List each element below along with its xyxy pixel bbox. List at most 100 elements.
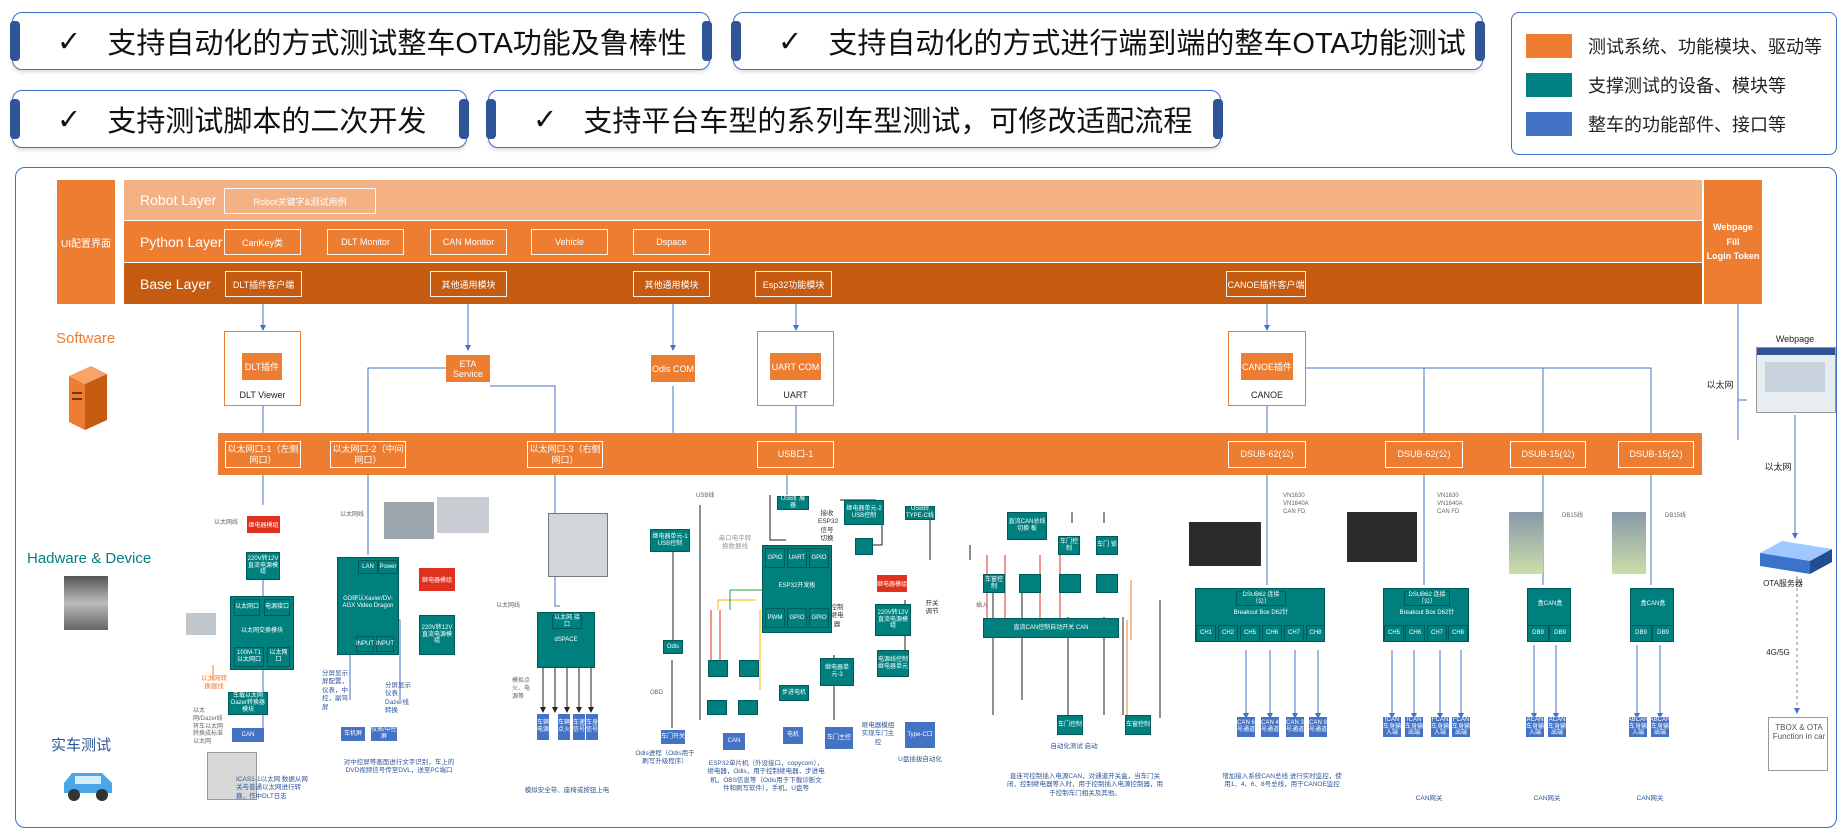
col3-box-label: dSPACE [540, 633, 592, 647]
banner-tab-left [731, 21, 741, 61]
architecture-frame [15, 167, 1837, 828]
col4-note-gray: 串口电平转换数据线 [718, 535, 752, 551]
tbox-label: TBOX & OTA Function in car [1772, 723, 1826, 741]
python-module-vehicle[interactable]: Vehicle [531, 229, 608, 255]
col8-photo [1509, 512, 1543, 574]
col6-note-bottom: 增加接入系统CAN总线 进行实时监控，使用1、4、6、8号总线，用于CANOE监… [1222, 773, 1342, 789]
base-layer-name: Base Layer [140, 275, 211, 292]
col4-relay-unit-power: 电源线控制继电器单元 [877, 650, 909, 677]
col7-ch7: CH7 [1427, 625, 1447, 642]
col4-note-switch2: 开关调节 [925, 600, 939, 616]
col4-esp32-board: GPIO UART GPIO ESP32开发板 PWM GPIO GPIO [762, 545, 832, 633]
col1-switch-photo [186, 613, 216, 635]
col2-screen-1: 车机屏 [341, 727, 365, 741]
col4-note-relay: 控制继电器 [830, 604, 844, 628]
col2-input-2: INPUT [376, 636, 394, 652]
col8-note-bottom: CAN网关 [1533, 795, 1561, 802]
port-dsub15-2[interactable]: DSUB-15(公) [1618, 441, 1694, 468]
odis-com-box[interactable]: Odis COM [651, 355, 695, 382]
banner-tab-left [486, 99, 496, 139]
port-eth-3[interactable]: 以太网口-3（右侧网口） [527, 441, 603, 468]
port-dsub15-1[interactable]: DSUB-15(公) [1510, 441, 1586, 468]
legend-item-vehicle: 整车的功能部件、接口等 [1526, 111, 1786, 137]
eta-service-box[interactable]: ETA Service [446, 355, 490, 382]
dlt-viewer-label: DLT Viewer [239, 390, 286, 400]
col1-switch: 以太网交换模块 [234, 621, 290, 641]
col5-note-bottom: 直连可控制插入电源CAN，对通道开关盒，当车门关闭，控制继电器等入时，用于控制插… [1007, 773, 1163, 797]
col1-ecu-photo [207, 752, 257, 800]
col3-leaf-3: 车速信号 [573, 714, 585, 740]
banner-tab-right [459, 99, 469, 139]
uart-com-box[interactable]: UART COM [770, 353, 821, 380]
python-module-dlt-monitor[interactable]: DLT Monitor [327, 229, 404, 255]
col4-esp32-label: ESP32开发板 [765, 578, 829, 594]
base-module-dlt-client[interactable]: DLT插件客户端 [225, 271, 302, 297]
port-dsub62-2[interactable]: DSUB-62(公) [1385, 441, 1463, 468]
col2-screen-2: 仪表/中控屏 [371, 727, 397, 741]
base-module-canoe-client[interactable]: CANOE插件客户端 [1226, 271, 1306, 297]
col4-door-main: 车门主控 [825, 727, 853, 749]
webpage-login-box[interactable]: Webpage Fill Login Token [1704, 180, 1762, 304]
col6-bus-4: CAN 8 号通道 [1309, 717, 1327, 737]
col4-uart-port: UART [787, 548, 807, 568]
col5-switch-1: 车门控制 [1058, 536, 1080, 555]
network-label: 4G/5G [1766, 648, 1790, 657]
port-eth-1[interactable]: 以太网口-1（左侧网口） [225, 441, 301, 468]
col1-eth-label: 以太网线 [214, 520, 239, 526]
feature-banner-3: ✓ 支持测试脚本的二次开发 [10, 90, 469, 148]
col6-ch2: CH2 [1218, 625, 1238, 642]
col7-note-bottom: CAN网关 [1415, 795, 1443, 802]
banner-tab-right [1475, 21, 1485, 61]
col6-bus-3: CAN 3 号通道 [1286, 717, 1304, 737]
col9-db9-1: DB9 [1630, 625, 1652, 642]
dlt-plugin-box[interactable]: DLT插件 [242, 353, 282, 380]
col2-lan-port: LAN [358, 560, 378, 574]
port-usb-1[interactable]: USB口-1 [757, 441, 834, 468]
port-dsub62-1[interactable]: DSUB-62(公) [1228, 441, 1306, 468]
col3-eth-label: 以太网线 [496, 603, 521, 609]
col3-dspace-photo [548, 513, 608, 577]
base-module-common-1[interactable]: 其他通用模块 [430, 271, 507, 297]
col7-ch5: CH5 [1384, 625, 1404, 642]
col4-gpio-3: GPIO [787, 608, 807, 628]
col1-can: CAN [232, 728, 264, 742]
col1-eth-port: 以太网口 [234, 599, 260, 616]
col4-can: CAN [723, 733, 745, 750]
col9-bus-1: ABCAN 车身输入端 [1627, 717, 1649, 737]
col6-bus-1: CAN 6 号通道 [1237, 717, 1255, 737]
col4-relay-a [708, 660, 728, 677]
ui-config-box[interactable]: UI配置界面 [57, 180, 115, 304]
col2-box-label: GD研认Xavier/DV-AGX Video Dragon [340, 588, 396, 618]
col4-type-c: Type-C口 [905, 722, 935, 748]
base-module-common-2[interactable]: 其他通用模块 [633, 271, 710, 297]
feature-banner-1: ✓ 支持自动化的方式测试整车OTA功能及鲁棒性 [10, 12, 712, 70]
col5-switch-2: 车门 锁 [1096, 536, 1118, 555]
device-photo [64, 576, 108, 630]
col4-relay-c [707, 700, 727, 715]
canoe-plugin-box[interactable]: CANOE插件 [1241, 353, 1293, 380]
python-module-dspace[interactable]: Dspace [633, 229, 710, 255]
col3-dspace-box: 以太网 接口 dSPACE [537, 612, 595, 668]
banner-tab-left [10, 21, 20, 61]
col9-photo [1612, 512, 1646, 574]
webpage-header-bar [1757, 348, 1835, 355]
python-module-cankey[interactable]: CanKey类 [224, 229, 301, 255]
legend-item-system: 测试系统、功能模块、驱动等 [1526, 33, 1822, 59]
port-eth-2[interactable]: 以太网口-2（中间网口） [330, 441, 406, 468]
uart-label: UART [783, 390, 808, 400]
legend: 测试系统、功能模块、驱动等 支撑测试的设备、模块等 整车的功能部件、接口等 [1511, 12, 1837, 155]
python-module-can-monitor[interactable]: CAN Monitor [430, 229, 507, 255]
col5-can-switch-board: 直流CAN总线 切换 板 [1007, 512, 1047, 540]
col2-photo-2 [437, 497, 489, 533]
col4-note-bottom: ESP32单片机（外设接口，copycom），继电器，Odis，用于控制继电器，… [707, 760, 825, 793]
col8-note-top: DB15线 [1562, 513, 1584, 519]
col4-note-usbc: U盘插拔自动化 [898, 756, 942, 763]
col3-eth-port: 以太网 接口 [552, 615, 582, 629]
python-layer-name: Python Layer [140, 233, 223, 250]
robot-keyword-module[interactable]: Robot关键字&测试用例 [224, 188, 376, 214]
feature-banner-4: ✓ 支持平台车型的系列车型测试，可修改适配流程 [486, 90, 1223, 148]
base-module-esp32[interactable]: Esp32功能模块 [755, 271, 832, 297]
ethernet-label-2: 以太网 [1764, 462, 1792, 472]
webpage-content-block [1765, 362, 1825, 392]
col4-gpio-4: GPIO [809, 608, 829, 628]
